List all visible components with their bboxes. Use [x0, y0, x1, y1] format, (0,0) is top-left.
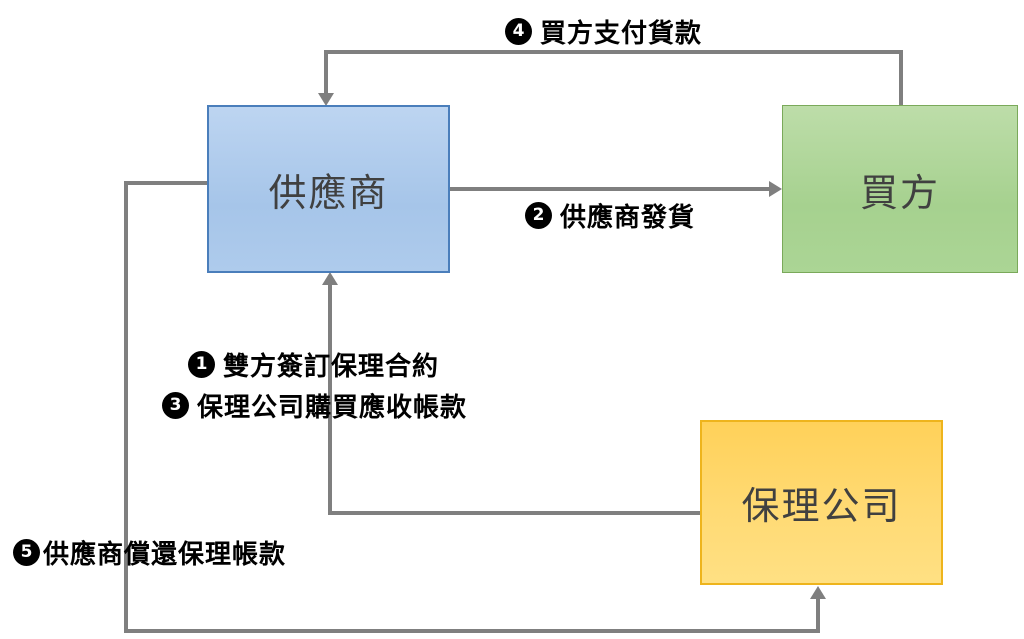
connector-repay-vertical-right	[816, 598, 820, 633]
node-buyer: 買方	[782, 105, 1018, 273]
connector-factor-supplier-horizontal	[328, 511, 700, 515]
node-factor-label: 保理公司	[741, 484, 902, 528]
flow-label-2-text: 供應商發貨	[560, 203, 696, 233]
node-supplier: 供應商	[207, 105, 450, 273]
node-factor: 保理公司	[700, 420, 943, 585]
step-number-badge: 4	[505, 18, 532, 45]
node-supplier-label: 供應商	[268, 170, 389, 215]
flow-label-4: 4 買方支付貨款	[505, 13, 702, 50]
arrowhead-into-supplier-top	[318, 93, 334, 106]
connector-factor-supplier-vertical	[328, 284, 332, 515]
flow-label-4-text: 買方支付貨款	[540, 19, 703, 49]
flow-label-3: 3 保理公司購買應收帳款	[162, 387, 467, 424]
arrowhead-into-supplier-bottom	[322, 272, 338, 285]
flow-label-2: 2 供應商發貨	[525, 197, 695, 234]
flow-label-5: 5 供應商償還保理帳款	[13, 534, 286, 571]
connector-supplier-ships	[450, 187, 770, 191]
step-number-badge: 2	[525, 202, 552, 229]
flow-label-5-text: 供應商償還保理帳款	[43, 540, 287, 570]
node-buyer-label: 買方	[859, 170, 940, 215]
arrowhead-into-factor-bottom	[810, 586, 826, 599]
step-number-badge: 3	[162, 392, 189, 419]
flow-label-1-text: 雙方簽訂保理合約	[223, 352, 440, 382]
arrowhead-into-buyer-left	[769, 181, 782, 197]
connector-buyer-pays-vertical-left	[324, 50, 328, 95]
connector-repay-horizontal-bottom	[124, 629, 820, 633]
connector-repay-vertical-left	[124, 181, 128, 633]
connector-repay-horizontal-left	[126, 181, 207, 185]
flow-label-3-text: 保理公司購買應收帳款	[197, 393, 468, 423]
step-number-badge: 5	[13, 539, 40, 566]
flow-label-1: 1 雙方簽訂保理合約	[188, 346, 439, 383]
connector-buyer-pays-horizontal	[324, 50, 903, 54]
step-number-badge: 1	[188, 351, 215, 378]
connector-buyer-pays-vertical-right	[899, 50, 903, 105]
